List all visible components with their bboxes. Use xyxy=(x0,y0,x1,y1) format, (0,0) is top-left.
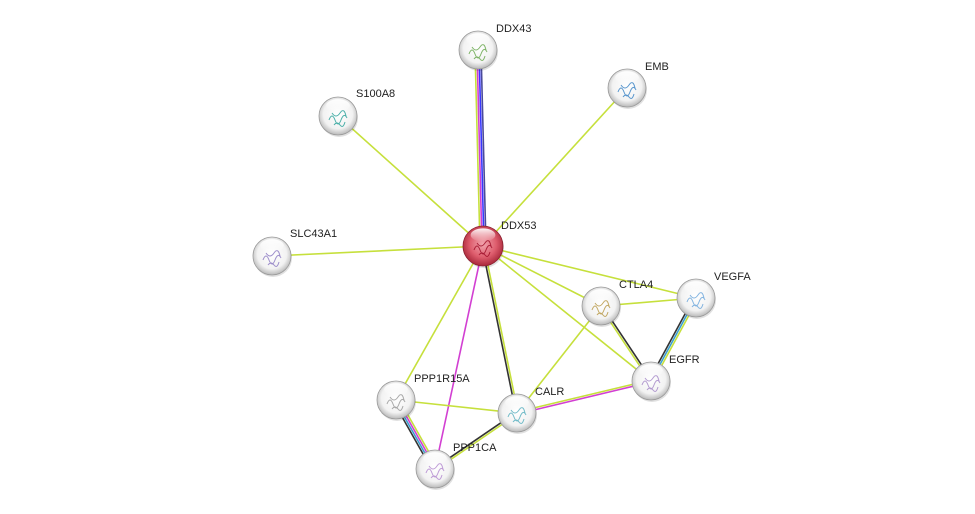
edge-strand xyxy=(516,379,651,413)
protein-structure-icon xyxy=(641,375,661,392)
protein-structure-icon xyxy=(591,300,611,317)
edge-ppp1r15a-calr[interactable] xyxy=(395,399,518,414)
edge-ddx53-ppp1ca[interactable] xyxy=(434,245,484,470)
node-highlight xyxy=(639,364,663,377)
node-highlight xyxy=(260,239,284,252)
edge-strand xyxy=(337,115,484,247)
edge-ddx53-ctla4[interactable] xyxy=(482,245,602,307)
edge-strand xyxy=(434,245,484,470)
node-label-s100a8: S100A8 xyxy=(356,88,395,100)
edge-strand xyxy=(482,245,652,382)
edge-strand xyxy=(395,399,518,414)
edge-strand xyxy=(516,305,602,414)
node-highlight xyxy=(684,281,708,294)
protein-structure-icon xyxy=(262,250,282,267)
edge-strand xyxy=(478,49,485,246)
edge-layer xyxy=(271,49,699,471)
node-vegfa[interactable]: VEGFA xyxy=(676,271,751,319)
node-label-ddx43: DDX43 xyxy=(496,23,531,35)
node-highlight xyxy=(384,383,408,396)
edge-egfr-calr[interactable] xyxy=(516,379,652,415)
protein-structure-icon xyxy=(473,240,493,257)
node-label-calr: CALR xyxy=(535,386,564,398)
node-label-egfr: EGFR xyxy=(669,354,700,366)
node-ppp1r15a[interactable]: PPP1R15A xyxy=(376,373,470,421)
node-label-ctla4: CTLA4 xyxy=(619,279,653,291)
node-highlight xyxy=(326,99,350,112)
edge-strand xyxy=(482,87,628,247)
edge-strand xyxy=(517,381,652,415)
protein-structure-icon xyxy=(425,463,445,480)
node-label-ppp1r15a: PPP1R15A xyxy=(414,373,470,385)
node-highlight xyxy=(466,33,490,46)
edge-strand xyxy=(395,245,484,401)
edge-strand xyxy=(483,245,519,413)
node-label-slc43a1: SLC43A1 xyxy=(290,228,337,240)
edge-ddx53-ddx43[interactable] xyxy=(474,49,487,247)
node-s100a8[interactable]: S100A8 xyxy=(318,88,395,137)
node-label-emb: EMB xyxy=(645,61,669,73)
node-ctla4[interactable]: CTLA4 xyxy=(581,279,653,327)
node-label-ppp1ca: PPP1CA xyxy=(453,442,497,454)
edge-strand xyxy=(474,50,481,247)
node-egfr[interactable]: EGFR xyxy=(631,354,700,402)
protein-structure-icon xyxy=(686,292,706,309)
edge-ddx53-vegfa[interactable] xyxy=(482,245,697,299)
edge-strand xyxy=(271,245,484,257)
edge-strand xyxy=(482,245,697,299)
edge-ddx53-slc43a1[interactable] xyxy=(271,245,484,257)
node-ppp1ca[interactable]: PPP1CA xyxy=(415,442,497,490)
edge-strand xyxy=(482,245,602,307)
protein-structure-icon xyxy=(507,407,527,424)
node-highlight xyxy=(615,71,639,84)
edge-ddx53-calr[interactable] xyxy=(481,245,519,414)
edge-ctla4-calr[interactable] xyxy=(516,305,602,414)
node-emb[interactable]: EMB xyxy=(607,61,669,109)
node-highlight xyxy=(470,228,496,242)
node-label-ddx53: DDX53 xyxy=(501,220,536,232)
edge-ddx53-emb[interactable] xyxy=(482,87,628,247)
protein-structure-icon xyxy=(386,394,406,411)
protein-structure-icon xyxy=(617,82,637,99)
node-ddx43[interactable]: DDX43 xyxy=(458,23,531,71)
node-highlight xyxy=(505,396,529,409)
protein-structure-icon xyxy=(468,44,488,61)
node-slc43a1[interactable]: SLC43A1 xyxy=(252,228,337,277)
node-highlight xyxy=(589,289,613,302)
edge-ddx53-egfr[interactable] xyxy=(482,245,652,382)
node-highlight xyxy=(423,452,447,465)
edge-strand xyxy=(476,50,483,247)
edge-ddx53-s100a8[interactable] xyxy=(337,115,484,247)
edge-ddx53-ppp1r15a[interactable] xyxy=(395,245,484,401)
edge-strand xyxy=(481,246,517,414)
protein-structure-icon xyxy=(328,110,348,127)
node-ddx53[interactable]: DDX53 xyxy=(462,220,536,268)
edge-strand xyxy=(480,49,487,246)
node-calr[interactable]: CALR xyxy=(497,386,564,434)
node-label-vegfa: VEGFA xyxy=(714,271,751,283)
